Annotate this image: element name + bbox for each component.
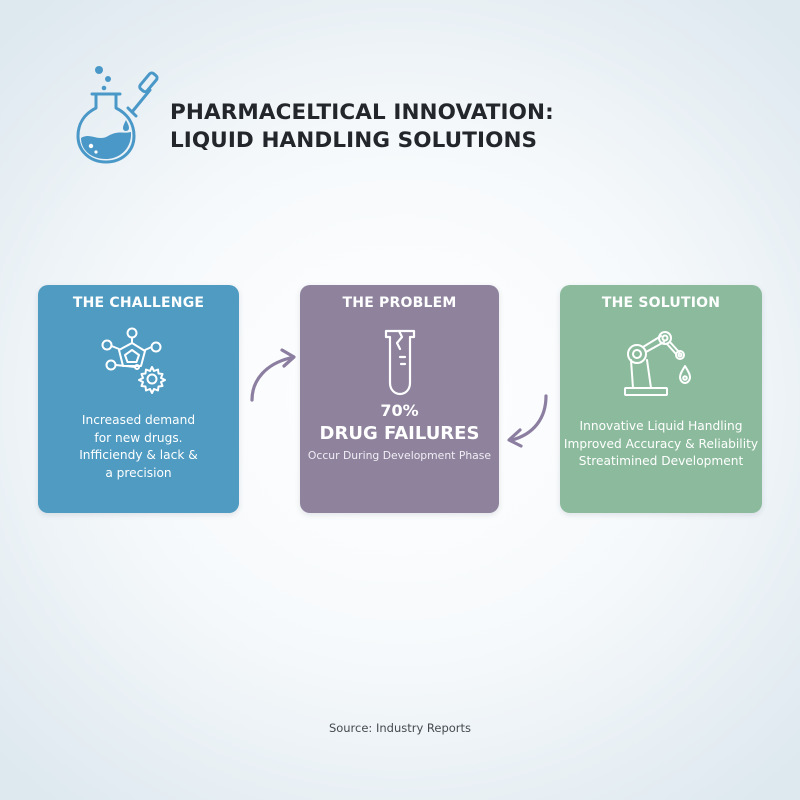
challenge-card: THE CHALLENGE Increased demand for new d…: [38, 285, 239, 513]
page-title: PHARMACELTICAL INNOVATION: LIQUID HANDLI…: [170, 99, 554, 155]
source-caption: Source: Industry Reports: [328, 721, 472, 735]
solution-card-title: THE SOLUTION: [601, 295, 721, 311]
solution-line-1: Innovative Liquid Handling: [579, 419, 743, 433]
challenge-card-body: Increased demand for new drugs. Infficie…: [38, 412, 239, 482]
failure-label: DRUG FAILURES: [319, 423, 480, 444]
problem-card: THE PROBLEM 70% DRUG FAILURES Occur Duri…: [300, 285, 499, 513]
flow-arrow-solution-to-problem: [507, 394, 548, 448]
solution-card: THE SOLUTION Innovative Liquid Handling …: [560, 285, 762, 513]
solution-card-body: Innovative Liquid Handling Improved Accu…: [560, 418, 762, 471]
failure-percentage: 70%: [380, 401, 419, 420]
robotic-arm-droplet-icon: [624, 331, 691, 396]
challenge-line-3: Infficiendy & lack &: [79, 448, 198, 462]
flask-dropper-icon: [76, 66, 159, 164]
solution-line-3: Streatimined Development: [578, 454, 744, 468]
challenge-line-1: Increased demand: [81, 413, 196, 427]
title-line-2: LIQUID HANDLING SOLUTIONS: [170, 128, 538, 153]
title-line-1: PHARMACELTICAL INNOVATION:: [170, 100, 554, 125]
flow-arrow-challenge-to-problem: [250, 348, 296, 402]
failure-description: Occur During Development Phase: [307, 449, 492, 462]
header: PHARMACELTICAL INNOVATION: LIQUID HANDLI…: [74, 62, 554, 164]
challenge-line-2: for new drugs.: [94, 430, 183, 445]
solution-line-2: Improved Accuracy & Reliability: [563, 436, 759, 451]
problem-card-title: THE PROBLEM: [342, 295, 457, 311]
molecule-gear-icon: [101, 327, 166, 394]
challenge-line-4: a precision: [105, 465, 172, 480]
cracked-test-tube-icon: [384, 329, 415, 396]
challenge-card-title: THE CHALLENGE: [72, 295, 205, 311]
